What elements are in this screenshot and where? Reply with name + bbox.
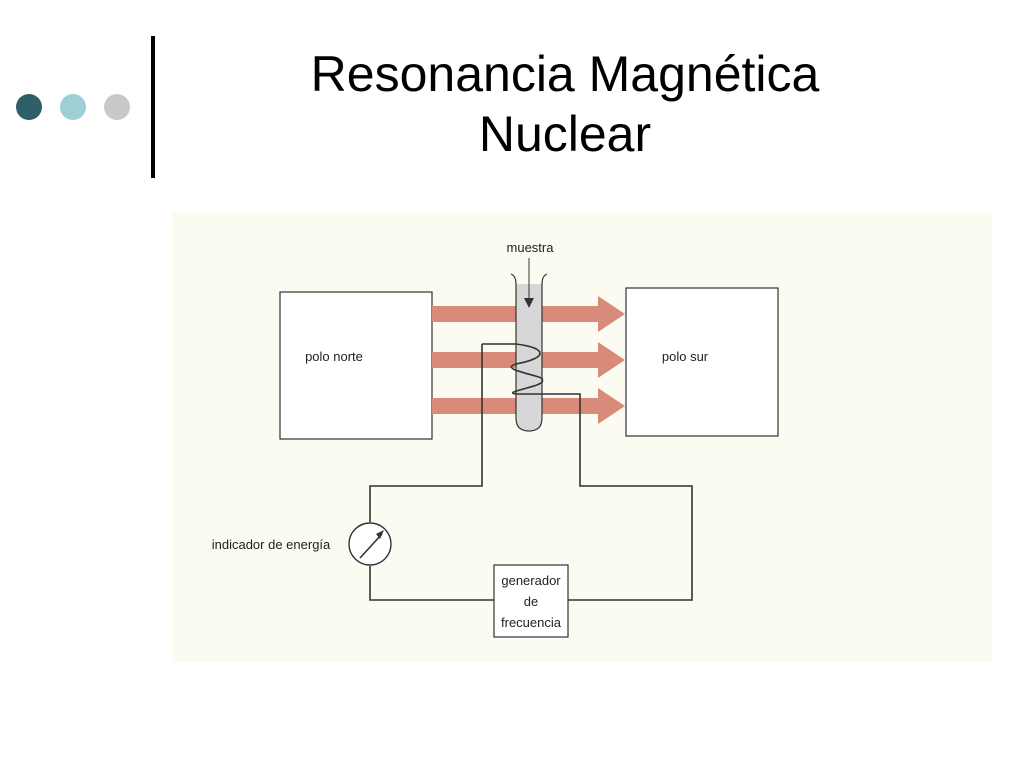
- title-line-2: Nuclear: [478, 106, 652, 162]
- decorative-bullets: [16, 94, 136, 122]
- generator-label-line-1: generador: [501, 573, 561, 588]
- generator-label-line-3: frecuencia: [501, 615, 562, 630]
- bullet-dot-teal: [60, 94, 86, 120]
- sample-label: muestra: [507, 240, 555, 255]
- sample-tube-rim-right: [541, 273, 548, 285]
- frequency-generator: [493, 564, 569, 638]
- energy-meter-needle: [359, 533, 383, 559]
- south-pole-block: [625, 287, 779, 437]
- rf-coil: [482, 343, 693, 601]
- bullet-dot-dark: [16, 94, 42, 120]
- sample-pointer-head: [524, 298, 534, 308]
- sample-tube-rim-left: [510, 273, 517, 285]
- north-pole-label: polo norte: [305, 349, 363, 364]
- title-line-1: Resonancia Magnética: [310, 46, 820, 102]
- energy-meter-needle-head: [376, 530, 384, 539]
- energy-meter-label: indicador de energía: [212, 537, 331, 552]
- energy-meter: [348, 522, 392, 566]
- circuit-wire-left: [369, 344, 494, 601]
- bullet-dot-gray: [104, 94, 130, 120]
- south-pole-label: polo sur: [662, 349, 709, 364]
- north-pole-block: [279, 291, 433, 440]
- title-divider: [151, 36, 155, 178]
- generator-label-line-2: de: [524, 594, 538, 609]
- slide-title: Resonancia Magnética Nuclear: [200, 44, 930, 164]
